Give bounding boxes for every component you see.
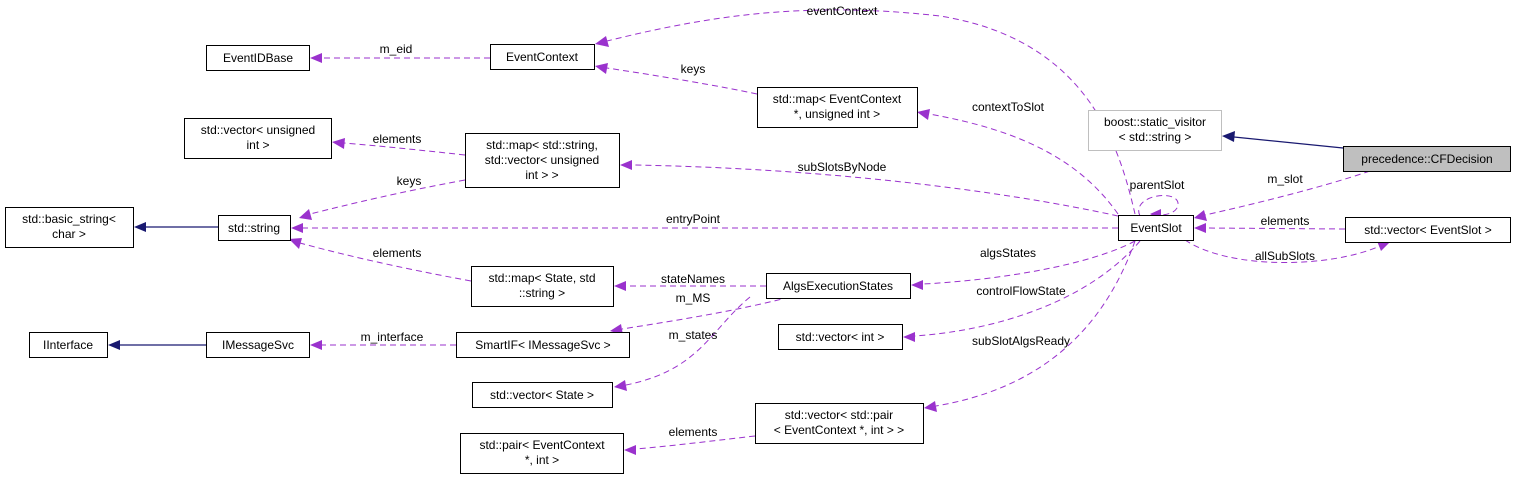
edge-label-algsstates: algsStates [980,246,1036,260]
node-label: boost::static_visitor [1104,115,1206,129]
node-label: std::basic_string< [22,212,116,226]
edge-m-states: m_states [614,296,751,391]
node-eventidbase[interactable]: EventIDBase [206,45,310,71]
edge-elements-vec-uint: elements [332,132,466,156]
node-vector-state[interactable]: std::vector< State > [472,382,613,408]
edge-keys-str: keys [299,174,466,220]
node-label: < EventContext *, int > > [774,423,904,437]
edge-m-eid: m_eid [310,42,490,63]
edge-label-parentslot: parentSlot [1130,178,1185,192]
edge-label-elements-str: elements [373,246,422,260]
node-label: std::vector< std::pair [785,408,893,422]
node-vector-pair[interactable]: std::vector< std::pair < EventContext *,… [755,403,924,444]
node-basic-string[interactable]: std::basic_string< char > [5,207,134,248]
edge-label-keys-ctx: keys [681,62,706,76]
node-label: < std::string > [1119,130,1192,144]
node-label: std::vector< int > [796,330,885,344]
edge-label-elements-vec-uint: elements [373,132,422,146]
edge-keys-ctx: keys [595,62,758,95]
edge-label-m-states: m_states [669,328,718,342]
node-label: std::vector< unsigned [485,153,599,167]
edge-contexttoslot: contextToSlot [917,100,1119,215]
node-vector-int[interactable]: std::vector< int > [778,324,903,350]
node-label: EventIDBase [223,51,293,65]
edge-label-m-slot: m_slot [1267,172,1303,186]
edge-label-subslotsbynode: subSlotsByNode [798,160,887,174]
edge-label-m-eid: m_eid [380,42,413,56]
edge-imessagesvc-iinterface [108,340,206,350]
node-eventslot[interactable]: EventSlot [1118,215,1194,241]
node-label: std::map< EventContext [773,92,902,106]
edge-label-m-ms: m_MS [676,291,711,305]
node-iinterface[interactable]: IInterface [29,332,108,358]
edge-label-elements-slot: elements [1261,214,1310,228]
edge-elements-slot: elements [1194,214,1346,233]
edges: eventContext m_eid keys contextToSlot el… [108,4,1390,455]
node-eventcontext[interactable]: EventContext [490,44,595,70]
edge-label-keys-str: keys [397,174,422,188]
node-label: std::vector< EventSlot > [1364,223,1491,237]
edge-m-interface: m_interface [310,330,456,350]
node-label: IInterface [43,338,93,352]
node-algs-execution-states[interactable]: AlgsExecutionStates [766,273,911,299]
node-label: std::string [228,221,280,235]
node-label: AlgsExecutionStates [783,279,893,293]
edge-parentslot: parentSlot [1130,178,1185,220]
node-map-eventcontext[interactable]: std::map< EventContext *, unsigned int > [757,87,918,128]
node-cfdecision[interactable]: precedence::CFDecision [1343,146,1511,172]
node-label: char > [52,227,86,241]
edge-cfdecision-static-visitor [1222,131,1344,149]
edge-elements-pair: elements [624,425,756,455]
edge-label-elements-pair: elements [669,425,718,439]
node-label: ::string > [519,286,565,300]
node-label: *, unsigned int > [794,107,880,121]
node-label: EventSlot [1130,221,1182,235]
node-label: std::vector< unsigned [201,123,315,137]
edge-subslotalgsready: subSlotAlgsReady [924,240,1136,412]
node-label: *, int > [525,453,559,467]
edge-label-allsubslots: allSubSlots [1255,249,1315,263]
edge-string-basic-string [134,222,218,232]
edge-label-statenames: stateNames [661,272,725,286]
node-label: int > [246,138,269,152]
node-string[interactable]: std::string [218,215,291,241]
node-label: std::map< State, std [488,271,595,285]
node-label: std::vector< State > [490,388,594,402]
node-imessagesvc[interactable]: IMessageSvc [206,332,310,358]
node-static-visitor[interactable]: boost::static_visitor < std::string > [1088,110,1222,151]
node-vector-unsigned-int[interactable]: std::vector< unsigned int > [184,118,332,159]
edge-elements-str: elements [289,238,472,282]
edge-m-slot: m_slot [1194,170,1371,221]
edge-label-subslotalgsready: subSlotAlgsReady [972,334,1070,348]
node-map-state[interactable]: std::map< State, std ::string > [471,266,614,307]
edge-subslotsbynode: subSlotsByNode [620,160,1119,217]
edge-label-controlflowstate: controlFlowState [976,284,1066,298]
node-smartif-imessagesvc[interactable]: SmartIF< IMessageSvc > [456,332,630,358]
edge-algsstates: algsStates [911,240,1136,290]
node-label: SmartIF< IMessageSvc > [475,338,610,352]
node-pair-eventcontext[interactable]: std::pair< EventContext *, int > [460,433,624,474]
edge-label-entrypoint: entryPoint [666,212,721,226]
node-label: EventContext [506,50,579,64]
node-label: std::pair< EventContext [479,438,605,452]
edge-label-contexttoslot: contextToSlot [972,100,1045,114]
nodes: precedence::CFDecision boost::static_vis… [5,44,1511,474]
edge-statenames: stateNames [614,272,766,291]
node-label: precedence::CFDecision [1361,152,1492,166]
edge-label-eventcontext: eventContext [807,4,878,18]
node-label: std::map< std::string, [486,138,598,152]
edge-label-m-interface: m_interface [361,330,424,344]
node-vector-eventslot[interactable]: std::vector< EventSlot > [1345,217,1511,243]
edge-controlflowstate: controlFlowState [903,240,1141,342]
edge-allsubslots: allSubSlots [1184,239,1390,264]
node-map-string-vector[interactable]: std::map< std::string, std::vector< unsi… [465,133,620,188]
edge-entrypoint: entryPoint [291,212,1118,233]
node-label: IMessageSvc [222,338,294,352]
node-label: int > > [525,168,558,182]
